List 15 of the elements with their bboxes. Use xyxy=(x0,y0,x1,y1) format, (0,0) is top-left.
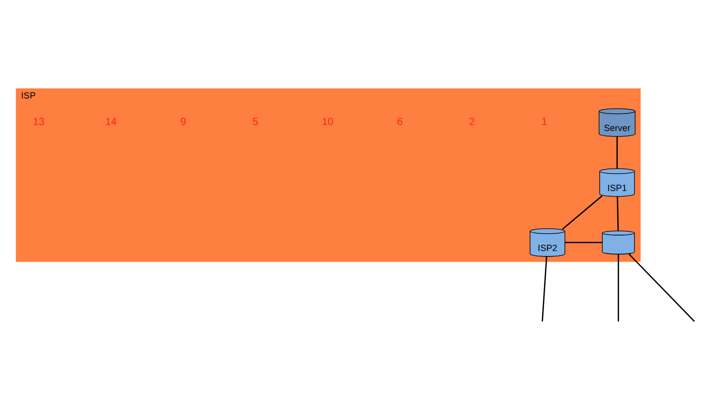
label: 13 xyxy=(33,116,45,128)
label: 5 xyxy=(252,116,258,128)
label: 2 xyxy=(469,116,475,128)
connector xyxy=(562,194,603,230)
label: 10 xyxy=(322,116,334,128)
label: 9 xyxy=(180,116,186,128)
label: 14 xyxy=(105,116,117,128)
connector xyxy=(616,196,619,230)
connector xyxy=(542,256,548,321)
label: 6 xyxy=(396,116,403,128)
connector xyxy=(616,136,618,168)
connector xyxy=(618,254,620,321)
connector xyxy=(564,241,602,243)
label: 1 xyxy=(541,116,548,128)
connector xyxy=(628,253,695,322)
